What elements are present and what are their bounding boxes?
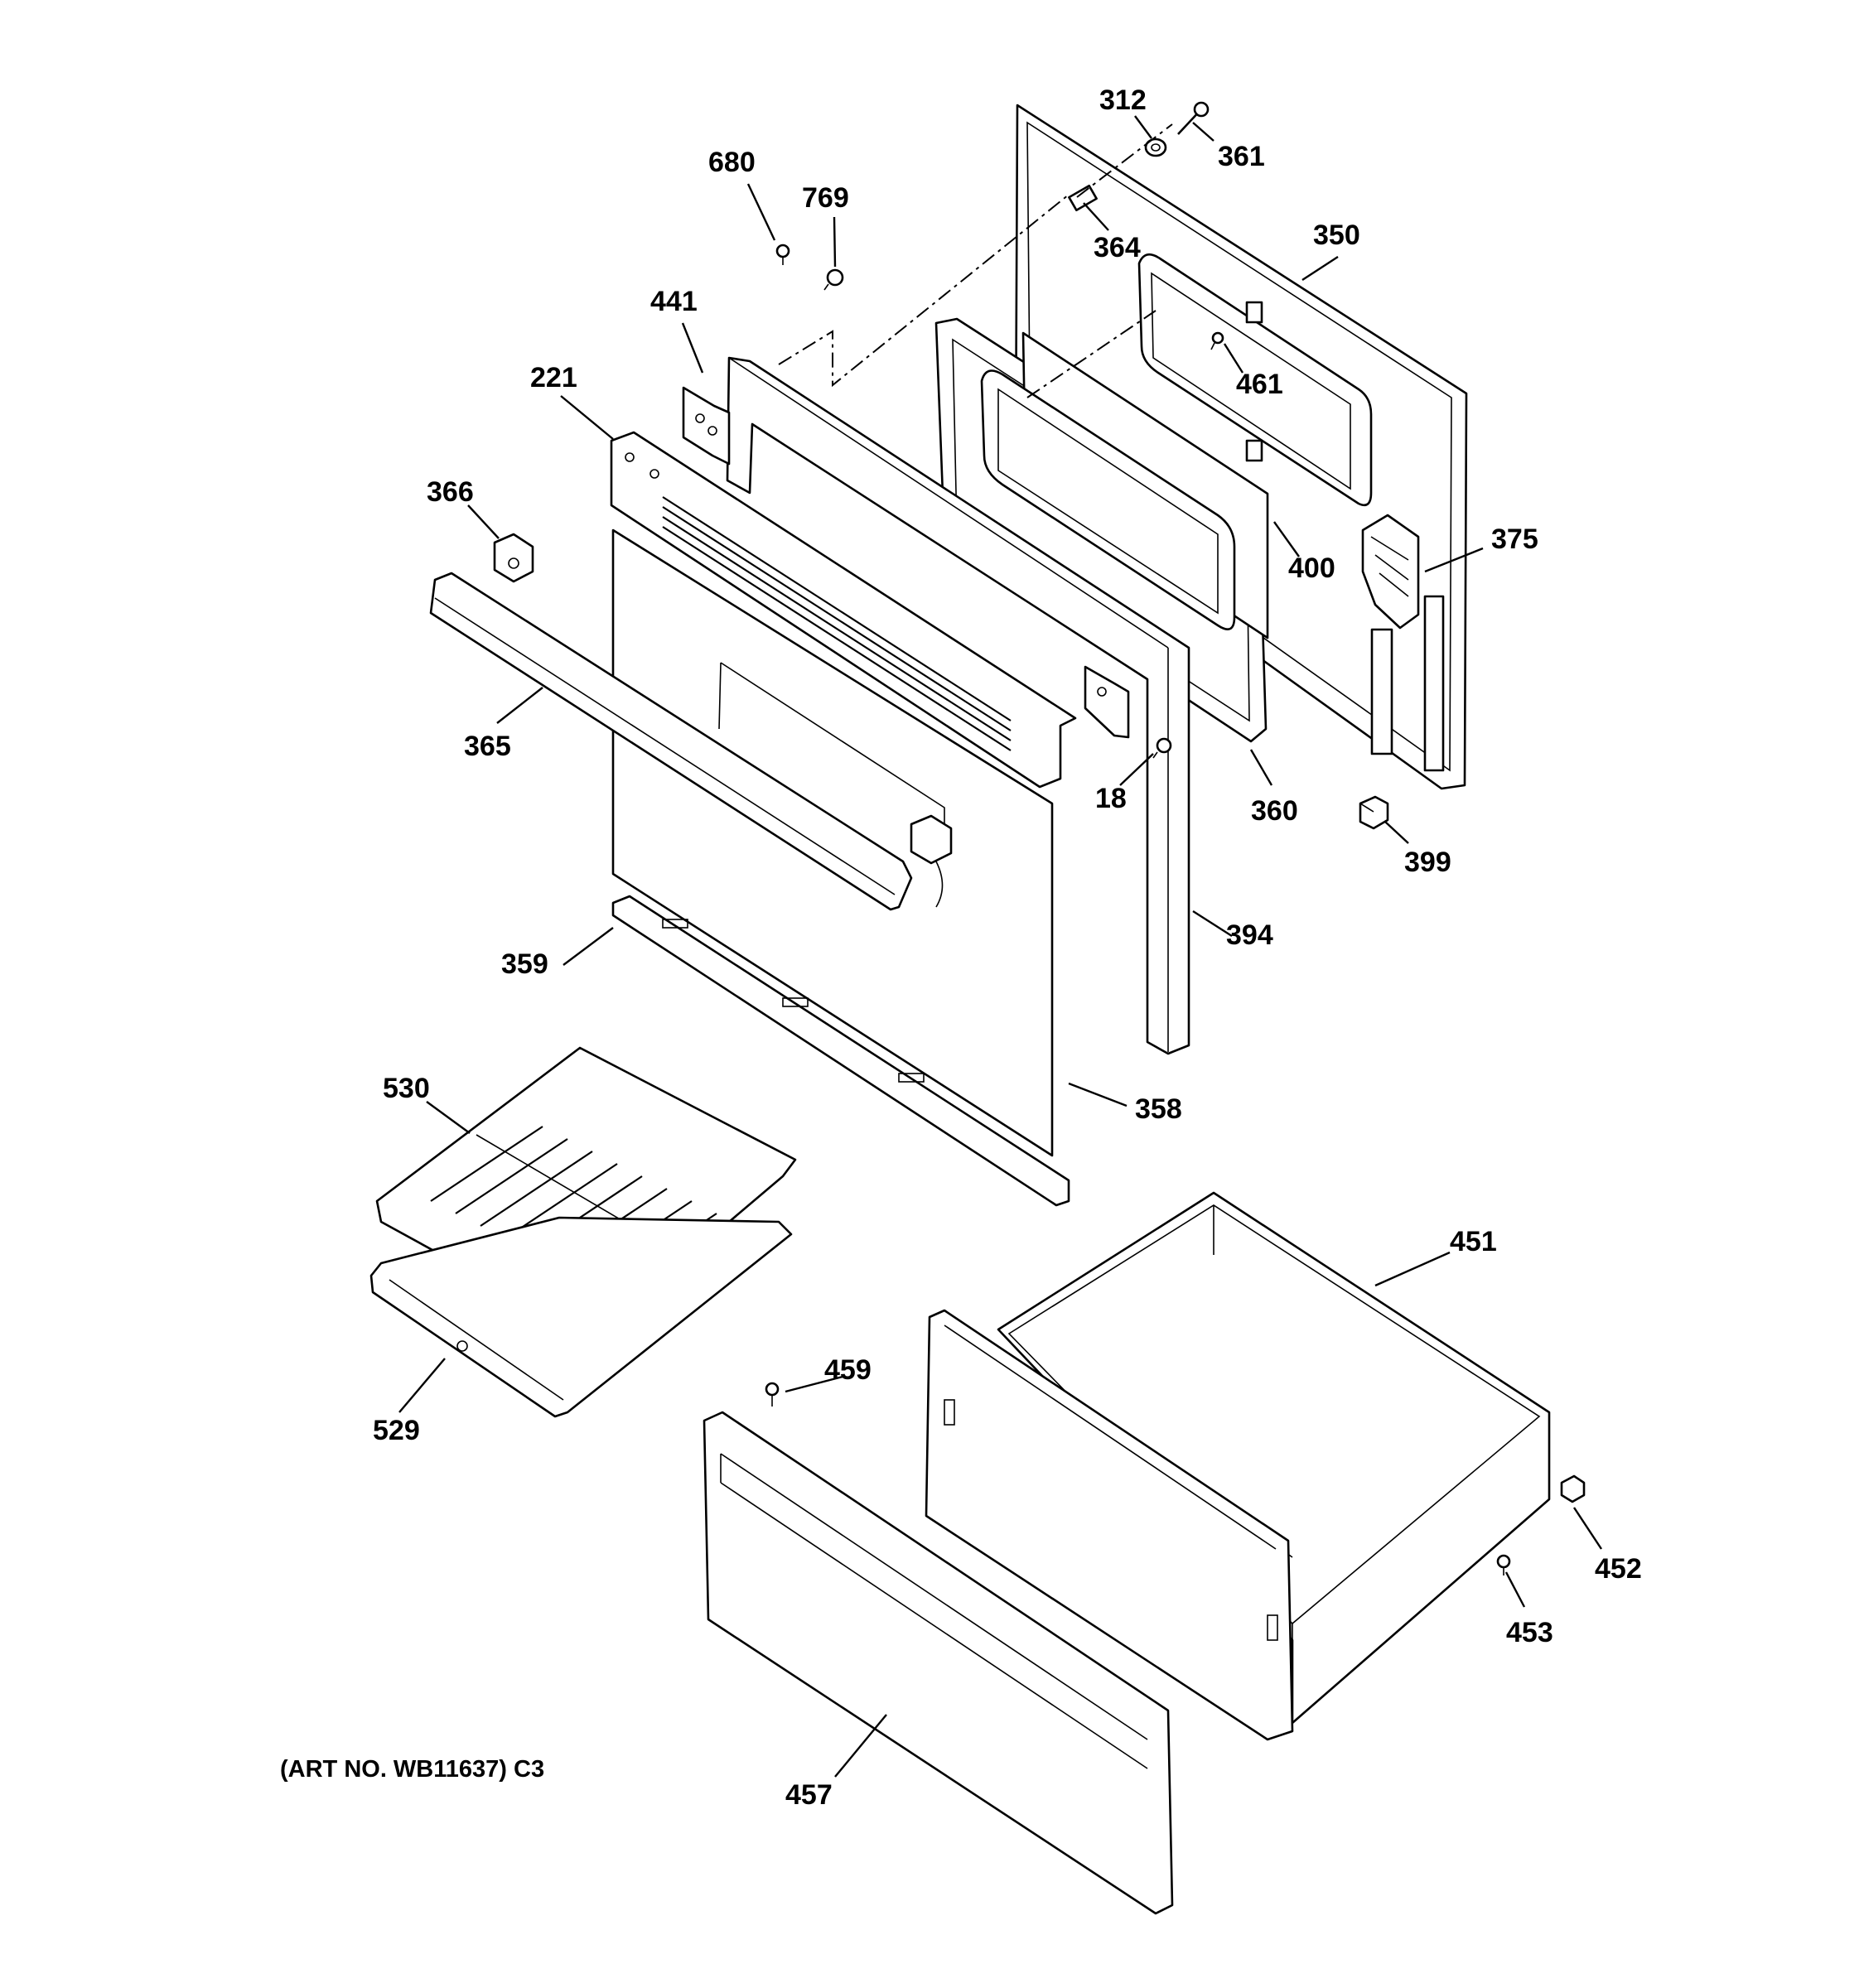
callout-459: 459 (824, 1354, 872, 1386)
callout-359: 359 (501, 948, 548, 980)
callout-453: 453 (1506, 1617, 1553, 1648)
callout-529: 529 (373, 1415, 420, 1446)
part-350-inner-door-panel (1014, 104, 1468, 790)
callout-361: 361 (1218, 141, 1265, 172)
callout-457: 457 (785, 1779, 833, 1811)
art-number-caption: (ART NO. WB11637) C3 (280, 1756, 544, 1783)
hinge-bracket-right (1084, 665, 1130, 739)
part-457-drawer-front (703, 1411, 1174, 1915)
part-394-door-frame (726, 356, 1190, 1055)
part-365-door-handle (429, 572, 913, 911)
callout-labels: 312 361 680 769 364 350 441 461 221 366 … (373, 84, 1642, 1811)
callout-394: 394 (1226, 919, 1273, 951)
callout-358: 358 (1135, 1093, 1182, 1125)
part-312-washer (1144, 138, 1167, 157)
part-452-bumper (1560, 1474, 1586, 1503)
drawer-front-inner-panel (925, 1309, 1294, 1741)
callout-441: 441 (650, 286, 698, 317)
part-680-screw (775, 244, 790, 265)
part-459-screw (765, 1382, 780, 1407)
part-400-door-glass (980, 331, 1269, 639)
part-359-bottom-trim (611, 895, 1070, 1207)
callout-375: 375 (1491, 524, 1538, 555)
assembly-lines (778, 123, 1173, 398)
part-364-spacer (1068, 184, 1098, 212)
part-529-broiler-pan (369, 1216, 793, 1418)
leader-lines (398, 115, 1603, 1778)
part-769-screw (823, 268, 844, 291)
callout-221: 221 (530, 362, 577, 393)
callout-365: 365 (464, 731, 511, 762)
part-441-hinge-bracket (682, 386, 731, 466)
part-399-bumper (1359, 795, 1389, 830)
part-375-bracket (1361, 514, 1420, 630)
callout-769: 769 (802, 182, 849, 214)
callout-18: 18 (1095, 783, 1127, 814)
callout-530: 530 (383, 1073, 430, 1104)
callout-364: 364 (1094, 232, 1141, 263)
part-361-screw (1177, 101, 1210, 135)
part-451-drawer-box (997, 1191, 1551, 1725)
part-18-screw (1152, 737, 1172, 759)
callout-680: 680 (708, 147, 756, 178)
handle-endcap-right (910, 814, 953, 908)
callout-399: 399 (1404, 847, 1451, 878)
callout-360: 360 (1251, 795, 1298, 827)
part-461-screw (1210, 331, 1224, 350)
callout-400: 400 (1288, 552, 1335, 584)
part-453-screw (1496, 1554, 1511, 1575)
callout-452: 452 (1595, 1553, 1642, 1585)
callout-312: 312 (1099, 84, 1147, 116)
callout-366: 366 (427, 476, 474, 508)
callout-350: 350 (1313, 220, 1360, 251)
part-366-handle-endcap (493, 533, 534, 583)
part-221-top-bar (610, 431, 1077, 789)
callout-461: 461 (1236, 369, 1283, 400)
callout-451: 451 (1450, 1226, 1497, 1257)
